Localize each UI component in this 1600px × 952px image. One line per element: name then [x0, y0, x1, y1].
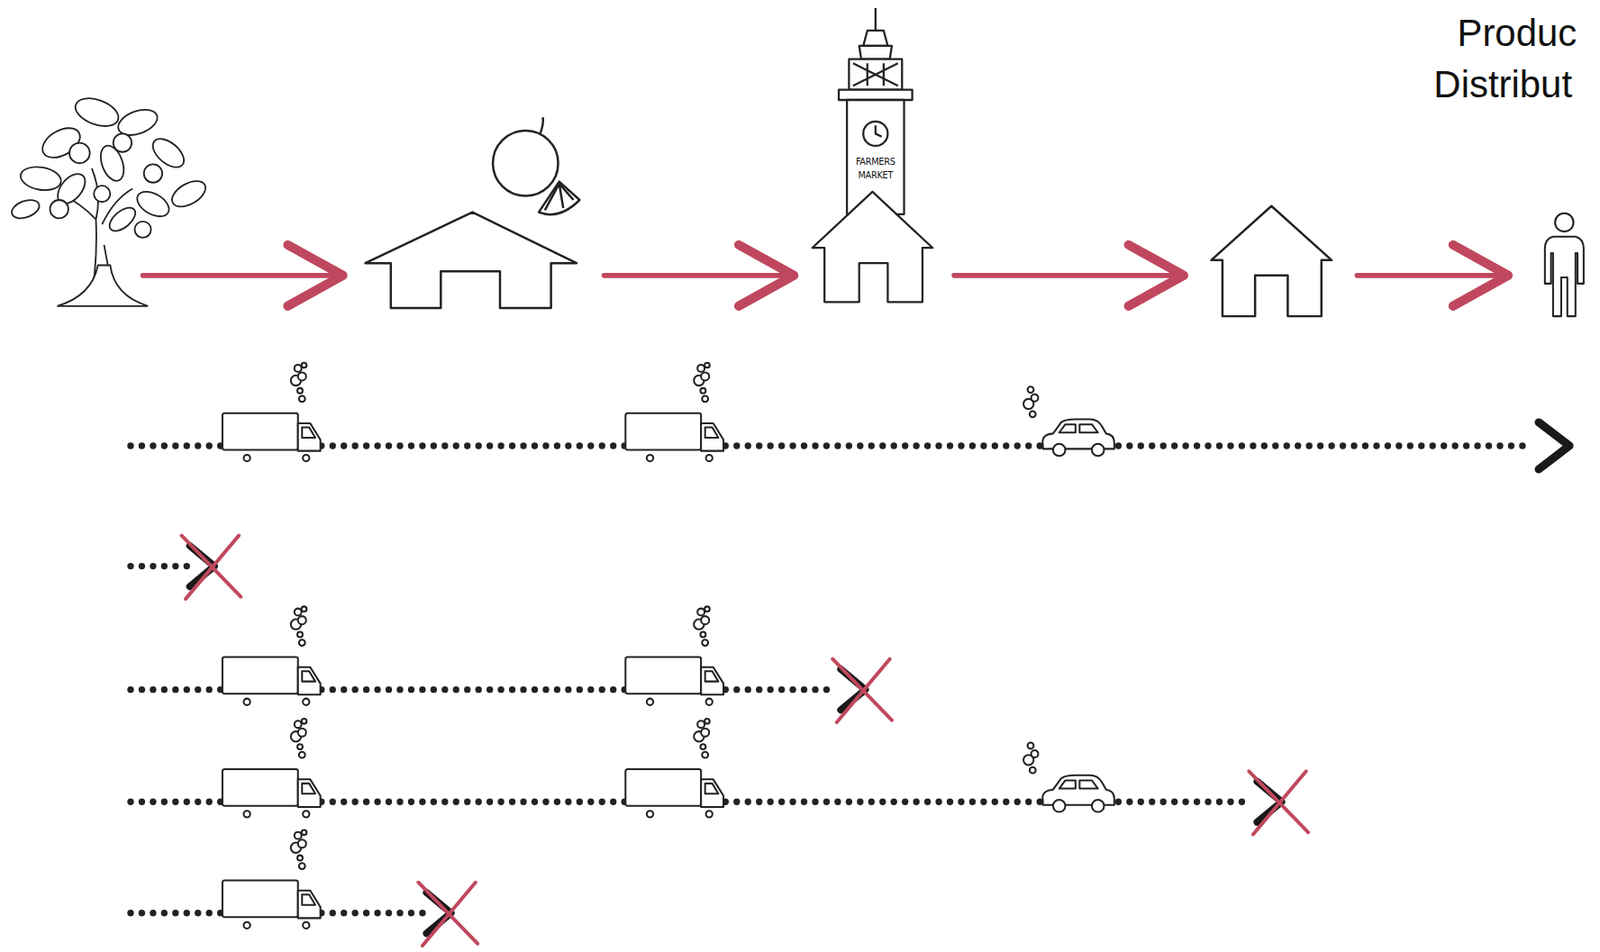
farmers-market-tower: [812, 8, 934, 302]
heading-fragment: Produc: [1456, 14, 1577, 53]
tower-sign: FARMERS MARKET: [846, 154, 904, 182]
vehicles: [222, 363, 1115, 929]
packing-house: [364, 117, 580, 309]
waste-marks: [181, 536, 1309, 946]
home: [1210, 206, 1332, 317]
consumer-person: [1545, 213, 1584, 317]
flow-arrows: [143, 245, 1509, 307]
dotted-paths: [130, 445, 1531, 914]
heading-fragment: Distribut: [1433, 64, 1573, 103]
final-arrowhead: [1538, 422, 1570, 470]
sign-text: FARMERS MARKET: [846, 154, 904, 182]
